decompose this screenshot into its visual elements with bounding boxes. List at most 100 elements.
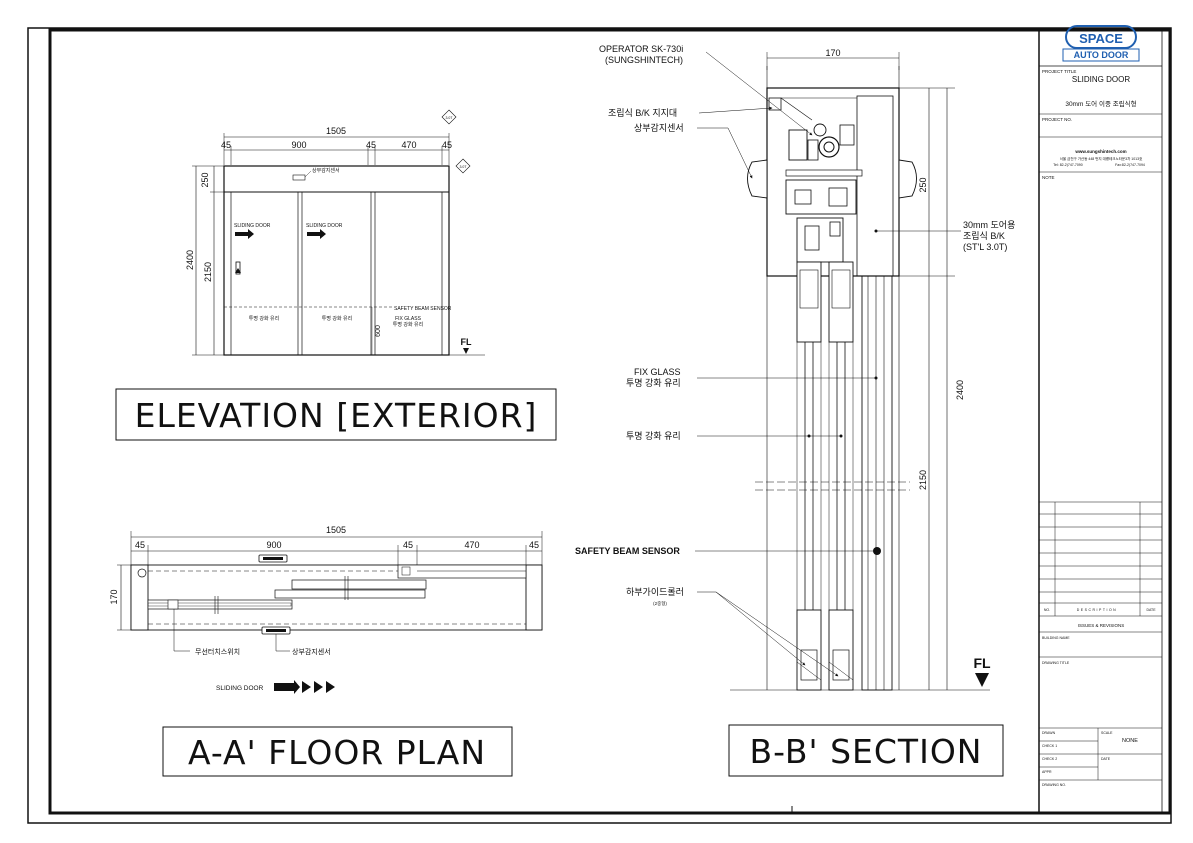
sec-sensor-label: 상부감지센서 [634,122,684,133]
plan-dim-c: 45 [403,540,413,550]
logo-line1: SPACE [1079,31,1123,46]
floor-plan-view: 1505 45 900 45 470 45 170 [109,525,543,694]
drawn-label: DRAWN [1042,731,1056,735]
plan-dim-total: 1505 [326,525,346,535]
sec-safety-sensor [873,547,881,555]
elevation-view: 1505 45 900 45 470 45 3.0T 3.0T 250 2400… [185,109,485,356]
sec-sensor-outer [747,159,768,199]
section-view: 170 250 2400 2150 [575,44,1015,691]
sec-bracket-support: 조립식 B/K 지지대 [608,108,677,118]
scale-value: NONE [1122,738,1138,744]
elev-arrow-1 [235,229,254,239]
sec-fl-mark [975,673,989,687]
sec-roller-note: (2중형) [653,600,667,606]
plan-fixed-panel [397,564,527,579]
elev-dim-e: 45 [442,140,452,150]
drawing-title-label: DRAWING TITLE [1042,661,1070,665]
sec-bracket-2: 조립식 B/K [963,231,1005,241]
sec-roller-label: 하부가이드롤러 [626,587,684,597]
plan-dim-b: 900 [266,540,281,550]
elev-dim-htotal: 2400 [185,250,195,270]
project-no-label: PROJECT NO. [1042,117,1072,122]
operator-mechanism [785,123,863,263]
elev-sliding-label-2: SLIDING DOOR [306,223,343,229]
elev-fl-mark [463,348,469,354]
sec-dim-htotal: 2400 [955,380,965,400]
sec-operator-maker: (SUNGSHINTECH) [605,55,683,65]
elev-arrow-2 [307,229,326,239]
drawing-no-label: DRAWING NO. [1042,783,1066,787]
rev-date-label: DATE [1146,608,1156,612]
plan-touch-switch-label: 무선터치스위치 [195,647,240,656]
elev-fixglass-label: FIX GLASS [395,316,422,322]
sec-fl-label: FL [973,655,991,671]
sec-header-box [766,87,900,277]
plan-title: A-A' FLOOR PLAN [188,733,486,772]
plan-dim-d: 470 [464,540,479,550]
sec-dim-head: 250 [918,177,928,192]
rev-no-label: NO. [1044,608,1050,612]
sec-dim-hdoor: 2150 [918,470,928,490]
section-title: B-B' SECTION [750,732,983,771]
plan-jamb-left [130,564,149,631]
rev-desc-label: DESCRIPTION [1077,608,1117,612]
elev-dim-head: 250 [200,172,210,187]
sec-bracket-3: (ST'L 3.0T) [963,242,1007,252]
inner-border [48,28,1172,815]
title-block: SPACE AUTO DOOR PROJECT TITLE SLIDING DO… [1038,25,1163,812]
website: www.sungshintech.com [1074,149,1126,154]
plan-sliding-label: SLIDING DOOR [216,685,264,692]
phone: Tel: 82-2)747-7090 [1053,163,1082,167]
elevation-title: ELEVATION [EXTERIOR] [135,396,538,435]
elev-dim-d: 470 [401,140,416,150]
plan-dim-depth: 170 [109,589,119,604]
elev-fl-label: FL [461,337,472,347]
section-marker-side [455,158,471,174]
warning-icon [235,268,241,273]
sec-fixed-frame [861,275,893,691]
sec-glass-label: 투명 강화 유리 [626,431,681,441]
elev-dim-total: 1505 [326,126,346,136]
plan-leaf-1 [291,579,427,590]
elev-dim-a: 45 [221,140,231,150]
elev-sliding-label-1: SLIDING DOOR [234,223,271,229]
elev-glass-1: 투명 강화 유리 [249,315,279,322]
check2-label: CHECK 2 [1042,757,1057,761]
logo-line2: AUTO DOOR [1074,50,1129,60]
elevation-title-box: ELEVATION [EXTERIOR] [115,388,557,441]
plan-jamb-right [525,564,543,631]
section-title-box: B-B' SECTION [728,724,1004,777]
building-name-label: BUILDING NAME [1042,636,1070,640]
revision-table: NO. DESCRIPTION DATE ISSUES & REVISIONS [1039,501,1162,633]
check1-label: CHECK 1 [1042,744,1057,748]
elev-sensor-label: 상부감지센서 [312,167,340,174]
sec-leaf-2-top [828,261,854,343]
door-handle [235,261,241,275]
sec-operator-label: OPERATOR SK-730i [599,44,683,54]
address: 서울 금천구 가산동 448 번지 대륭테크노타운3차 1013호 [1060,156,1143,161]
plan-sensor-label: 상부감지센서 [292,647,331,656]
sec-sensor-inner [898,159,917,199]
date-label: DATE [1101,757,1111,761]
section-marker-top [441,109,457,125]
company-logo: SPACE AUTO DOOR [1062,25,1140,62]
elev-dim-c: 45 [366,140,376,150]
plan-arrow [274,680,300,694]
elev-marker1: 3.0T [445,116,453,120]
plan-dim-e: 45 [529,540,539,550]
sec-fixglass-kr: 투명 강화 유리 [626,378,681,388]
elev-dim-sensor: 600 [375,325,382,337]
elev-marker2: 3.0T [459,165,467,169]
sec-leaf-1-top [796,261,822,343]
elev-safety-label: SAFETY BEAM SENSOR [394,306,452,312]
elev-fixglass-kr: 투명 강화 유리 [393,321,423,328]
project-title: SLIDING DOOR [1072,75,1130,84]
project-subtitle: 30mm 도어 이중 조립식형 [1065,99,1136,108]
elev-dim-hdoor: 2150 [203,262,213,282]
project-title-label: PROJECT TITLE [1042,69,1076,74]
sec-bracket-1: 30mm 도어용 [963,220,1015,230]
scale-label: SCALE [1101,731,1113,735]
fax: Fax:82-2)747-7094 [1115,163,1145,167]
appr-label: APPR [1042,770,1052,774]
